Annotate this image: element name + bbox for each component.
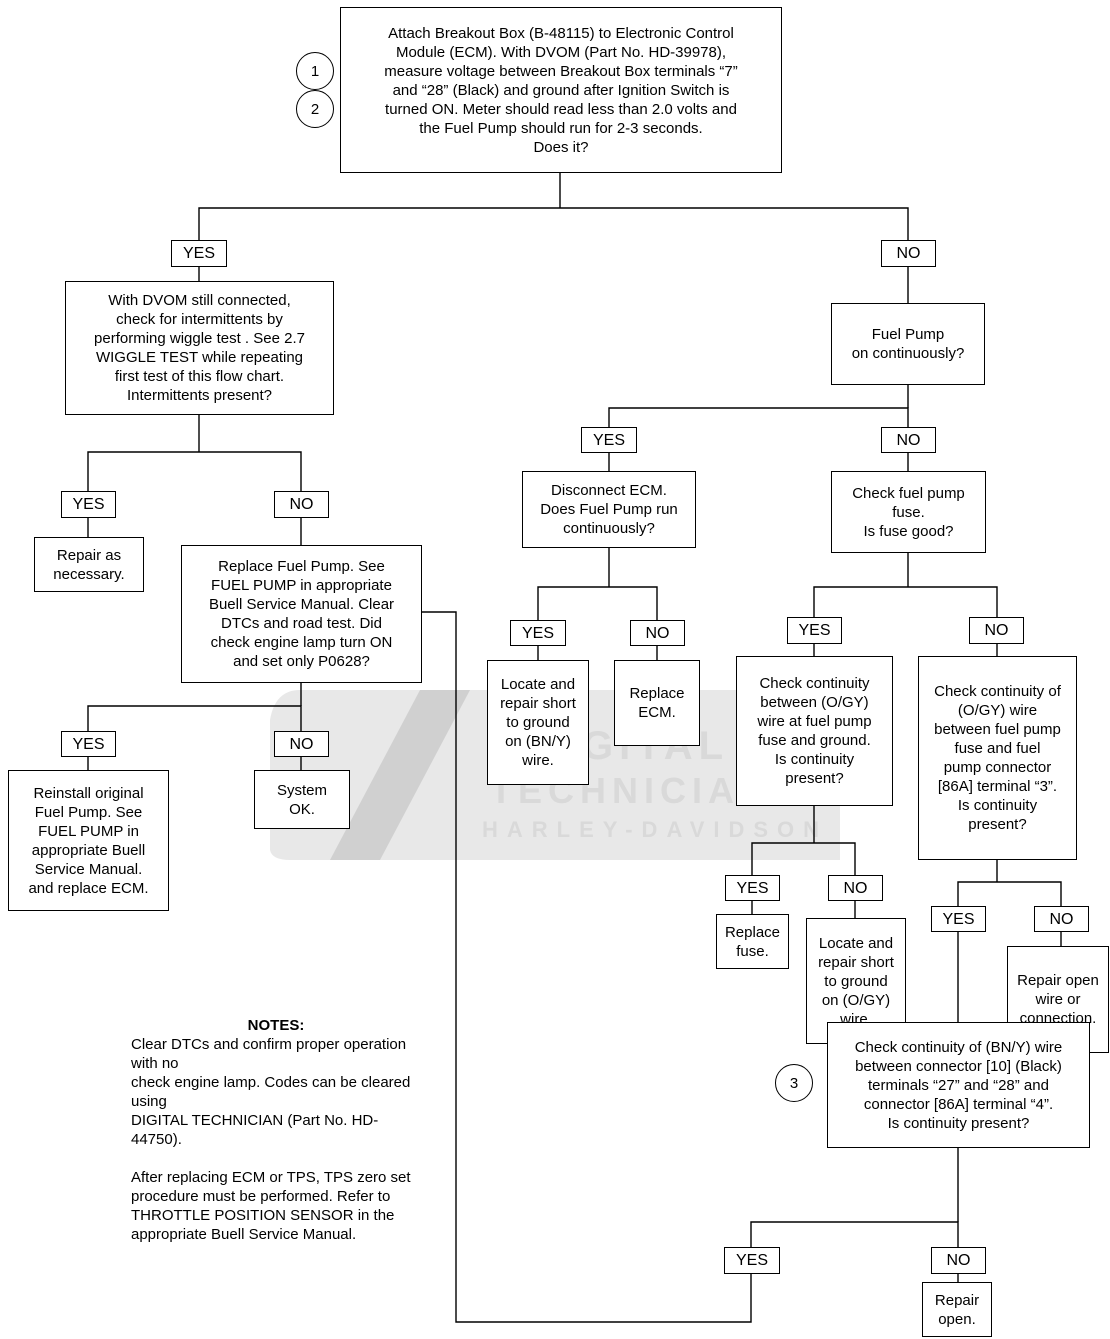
no-label-wiggle: NO [274, 491, 329, 518]
yes-label-pump: YES [61, 731, 116, 757]
disconnect-ecm-box: Disconnect ECM. Does Fuel Pump run conti… [522, 471, 696, 548]
no-label-start: NO [881, 240, 936, 267]
continuity-of-ogy-box: Check continuity of (O/GY) wire between … [918, 656, 1077, 860]
notes-title: NOTES: [247, 1017, 305, 1034]
locate-short-bny-box: Locate and repair short to ground on (BN… [487, 660, 589, 785]
repair-open-box: Repair open. [922, 1282, 992, 1337]
notes-paragraph-1: Clear DTCs and confirm proper operation … [131, 1036, 411, 1148]
fuel-pump-continuous-box: Fuel Pump on continuously? [831, 303, 985, 385]
replace-ecm-box: Replace ECM. [614, 660, 700, 746]
reinstall-pump-box: Reinstall original Fuel Pump. See FUEL P… [8, 770, 169, 911]
no-label-bny: NO [931, 1247, 986, 1274]
check-fuse-box: Check fuel pump fuse. Is fuse good? [831, 471, 986, 553]
yes-label-fuse: YES [787, 617, 842, 644]
watermark-line3: HARLEY-DAVIDSON [482, 817, 829, 842]
repair-as-necessary-box: Repair as necessary. [34, 537, 144, 592]
yes-label-wiggle: YES [61, 491, 116, 518]
no-label-ogy: NO [1034, 906, 1089, 932]
continuity-between-box: Check continuity between (O/GY) wire at … [736, 656, 893, 806]
yes-label-disconnect: YES [510, 620, 566, 646]
notes-paragraph-2: After replacing ECM or TPS, TPS zero set… [131, 1169, 411, 1243]
step-marker-3: 3 [775, 1064, 813, 1102]
start-step-box: Attach Breakout Box (B-48115) to Electro… [340, 7, 782, 173]
yes-label-between: YES [725, 875, 780, 901]
no-label-disconnect: NO [630, 620, 685, 646]
system-ok-box: System OK. [254, 770, 350, 829]
yes-label-bny: YES [724, 1247, 780, 1274]
step-marker-1: 1 [296, 52, 334, 90]
no-label-fuse: NO [969, 617, 1024, 644]
yes-label-ogy: YES [931, 906, 986, 932]
step-marker-2: 2 [296, 90, 334, 128]
replace-fuse-box: Replace fuse. [716, 914, 789, 969]
yes-label-continuous: YES [581, 427, 637, 453]
no-label-continuous: NO [881, 427, 936, 453]
no-label-between: NO [828, 875, 883, 901]
replace-fuel-pump-box: Replace Fuel Pump. See FUEL PUMP in appr… [181, 545, 422, 683]
no-label-pump: NO [274, 731, 329, 757]
wiggle-test-box: With DVOM still connected, check for int… [65, 281, 334, 415]
yes-label-start: YES [171, 240, 227, 267]
continuity-of-bny-box: Check continuity of (BN/Y) wire between … [827, 1022, 1090, 1148]
notes-section: NOTES: Clear DTCs and confirm proper ope… [131, 1016, 421, 1244]
